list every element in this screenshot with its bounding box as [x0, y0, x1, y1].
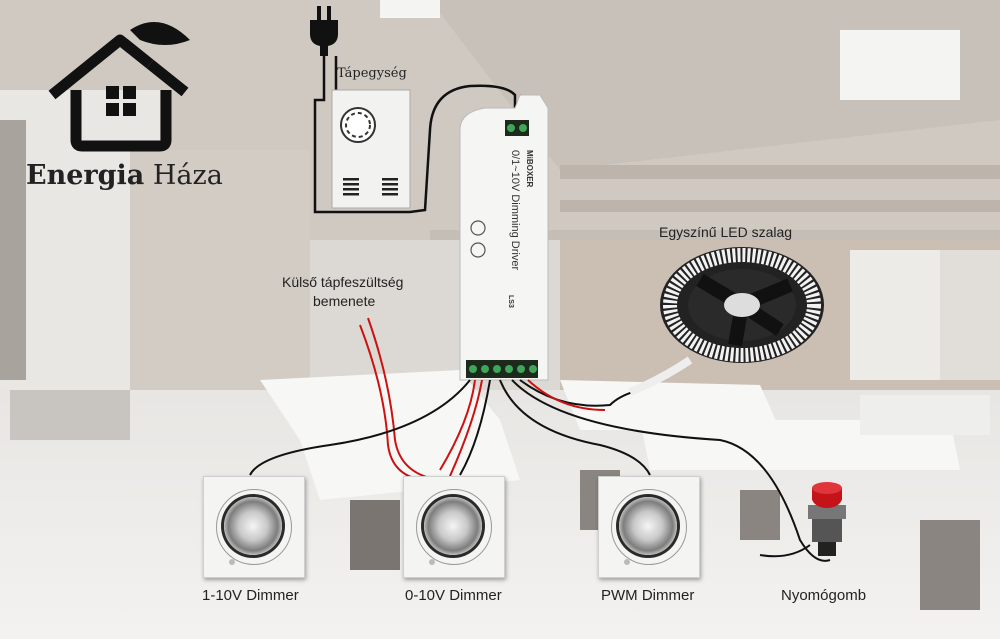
push-button-device: [808, 482, 846, 556]
dimmer-ring: [611, 489, 687, 565]
dimmer-knob-icon: [424, 497, 482, 555]
led-strip-reel: [628, 247, 824, 396]
dimmer-pwm-label: PWM Dimmer: [601, 587, 695, 604]
power-supply-label: Tápegység: [337, 66, 407, 81]
power-indicator-icon: [429, 559, 435, 565]
power-indicator-icon: [229, 559, 235, 565]
dimmer-0-10v-label: 0-10V Dimmer: [405, 587, 502, 604]
dimming-driver-controller: MiBOXER 0/1~10V Dimming Driver LS3: [459, 94, 549, 381]
external-input-label-line2: bemenete: [313, 293, 376, 309]
led-strip-label: Egyszínű LED szalag: [659, 224, 793, 240]
power-plug-icon: [310, 6, 338, 56]
dimmer-knob-icon: [224, 497, 282, 555]
controller-brand: MiBOXER: [525, 150, 534, 188]
dimmer-0-10v: [403, 476, 505, 578]
controller-title: 0/1~10V Dimming Driver: [509, 150, 521, 270]
power-indicator-icon: [624, 559, 630, 565]
dimmer-1-10v: [203, 476, 305, 578]
dimmer-1-10v-label: 1-10V Dimmer: [202, 587, 299, 604]
external-input-label-line1: Külső tápfeszültség: [282, 274, 404, 290]
house-logo-icon: [48, 22, 190, 152]
power-supply-unit: [331, 89, 411, 209]
brand-name-bold: Energia: [26, 160, 145, 191]
dimmer-pwm: [598, 476, 700, 578]
dimmer-ring: [216, 489, 292, 565]
controller-model: LS3: [507, 295, 514, 308]
push-button-label: Nyomógomb: [781, 587, 867, 604]
dimmer-knob-icon: [619, 497, 677, 555]
brand-name-regular: Háza: [152, 160, 223, 191]
dimmer-ring: [416, 489, 492, 565]
brand-name: Energia Háza: [26, 160, 223, 191]
